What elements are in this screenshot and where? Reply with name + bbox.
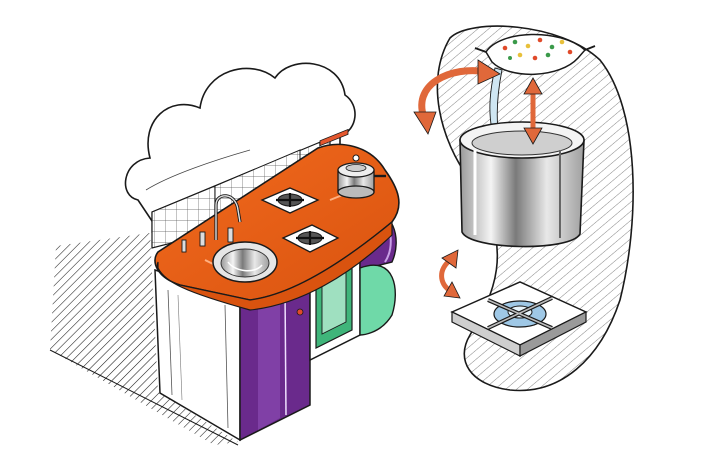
sink-icon [212,241,278,283]
saucepan-icon [337,154,386,199]
food-pieces [502,37,573,61]
burner-icon [260,187,320,214]
curved-arrow-icon [413,59,501,135]
double-arrow-icon [523,77,543,145]
faucet-icon [181,194,242,253]
oven-handle [319,128,349,147]
burner-icon [281,224,340,253]
chef-hat-backsplash-icon [124,62,356,232]
purple-cabinet [239,277,311,442]
pot-icon [459,121,585,248]
floor-shadow [49,233,239,446]
colander-icon [474,33,596,76]
burner-grate-icon [450,281,588,357]
double-arrow-icon [439,249,461,299]
cabinet-knob-icon [296,308,304,316]
